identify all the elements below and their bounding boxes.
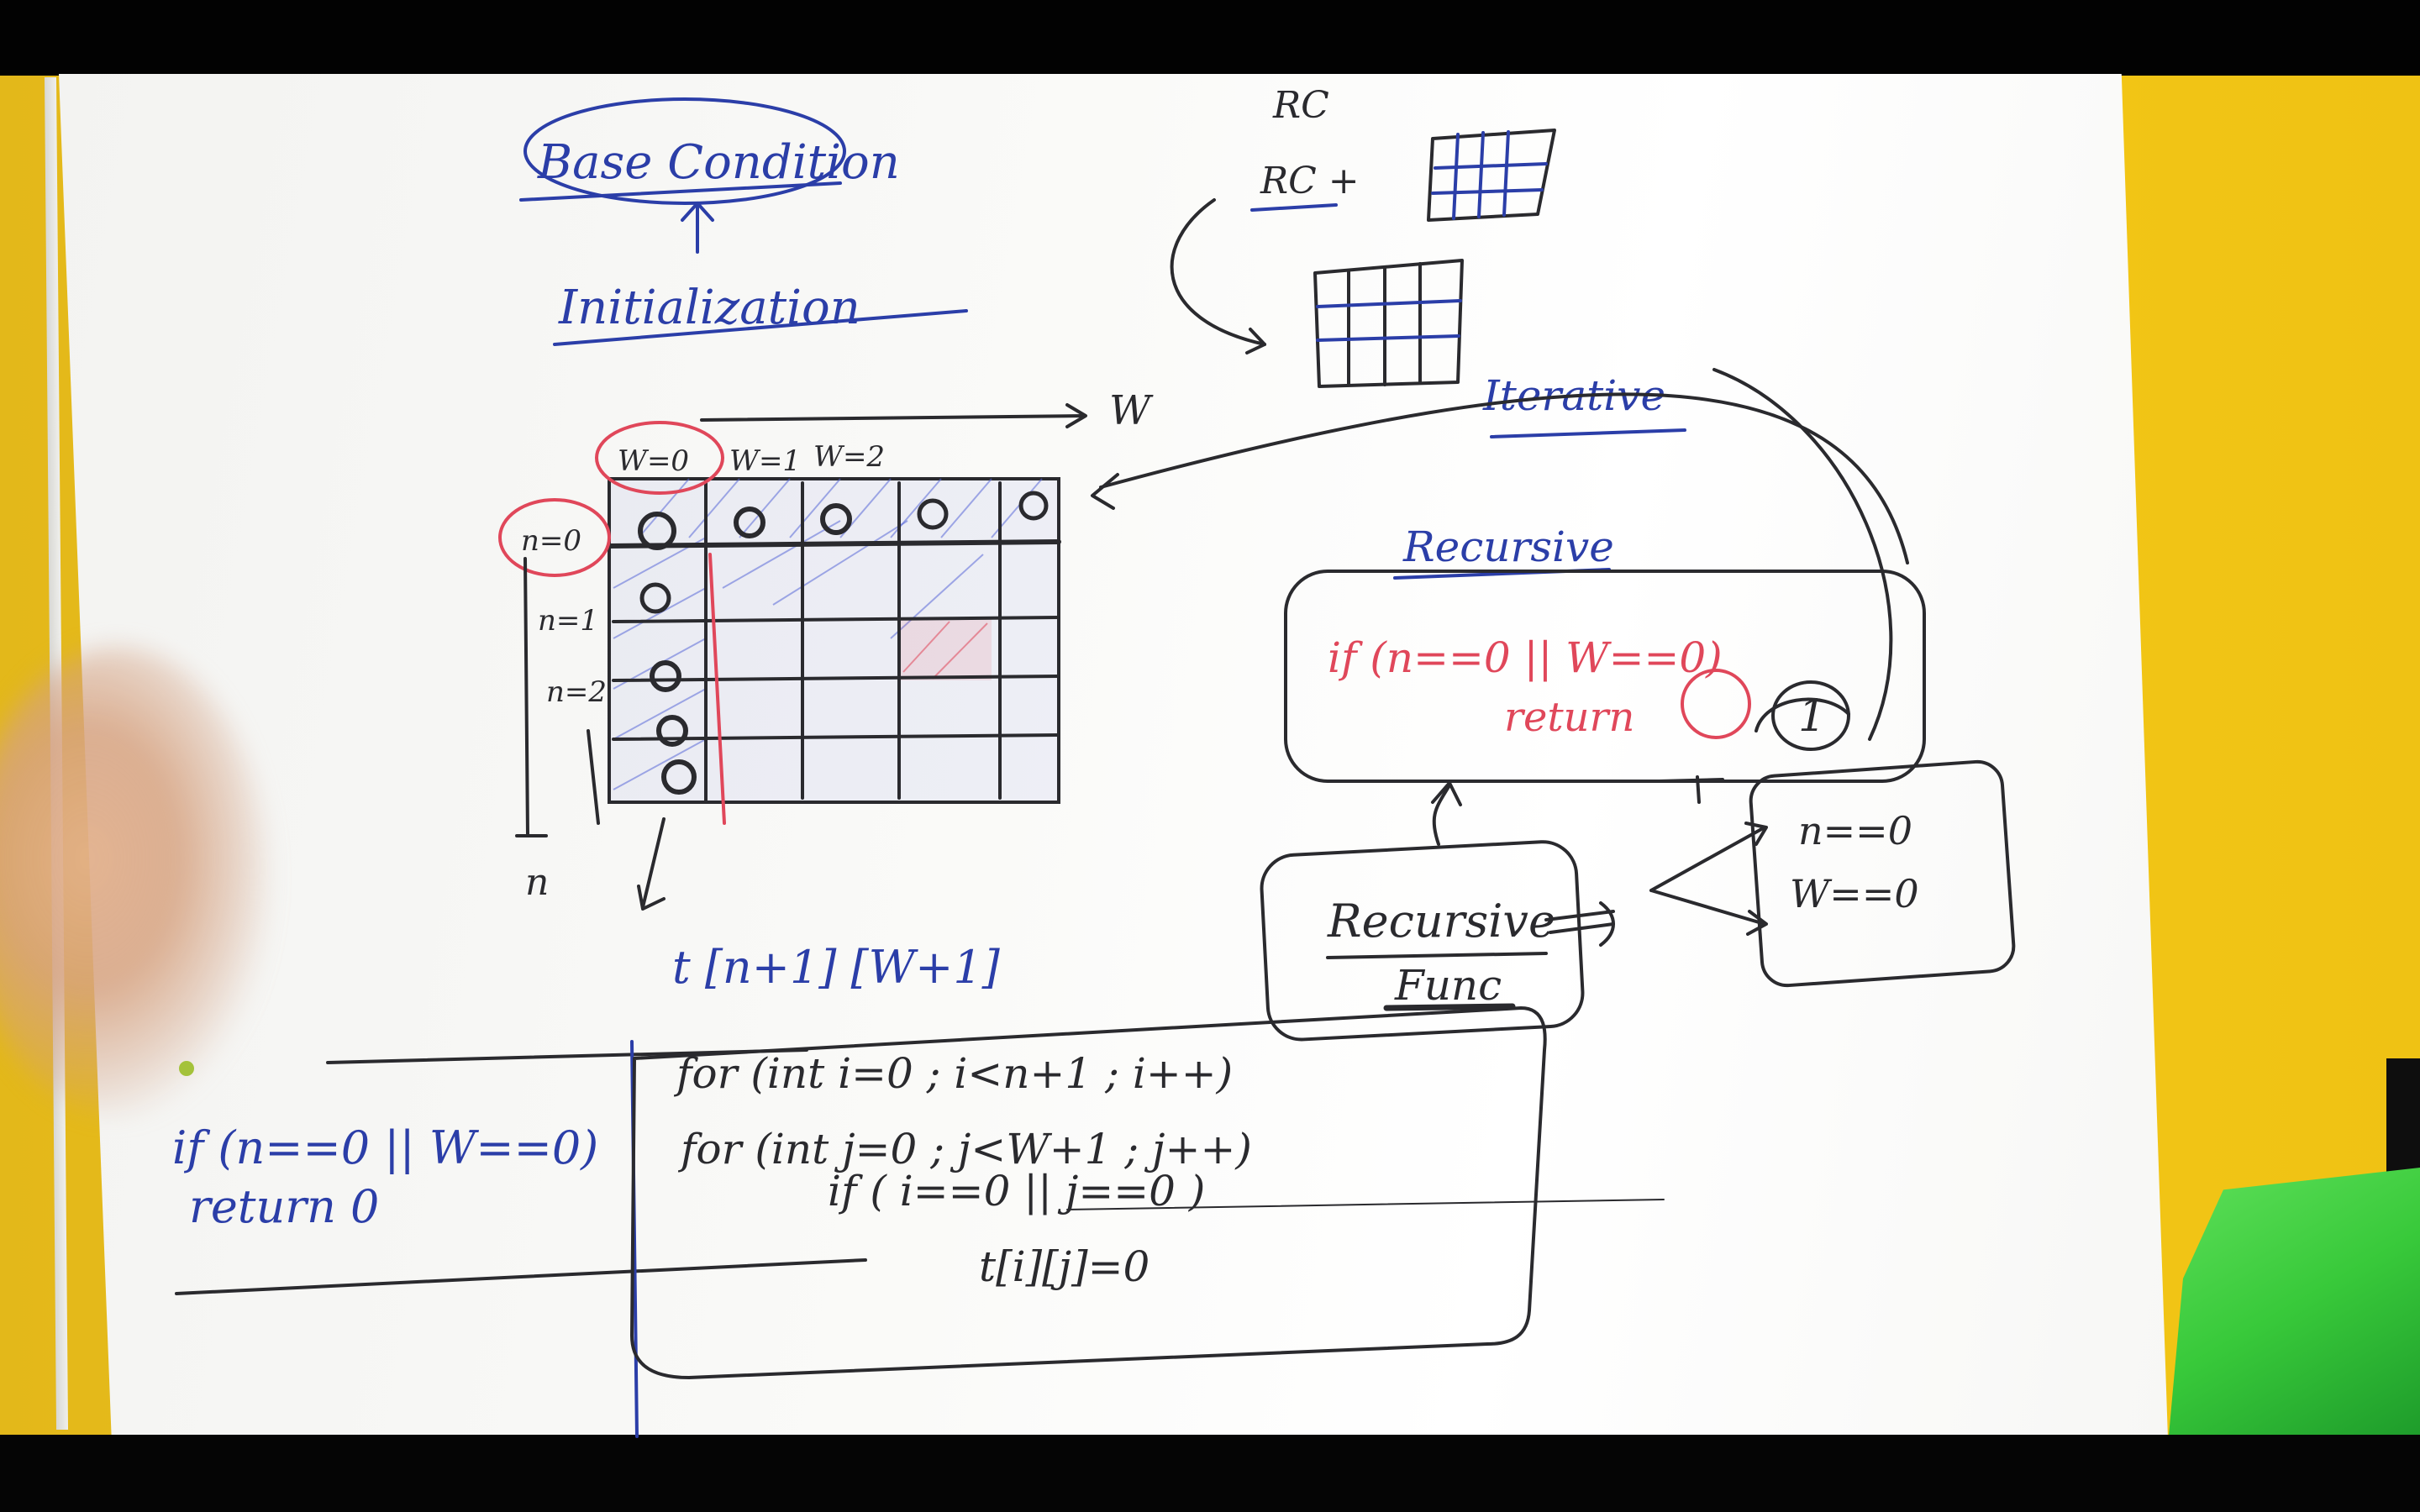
w-axis-arrow bbox=[700, 414, 1086, 422]
w-axis-label: W bbox=[1109, 387, 1154, 434]
rec-func-line1: Recursive bbox=[1327, 895, 1555, 948]
arrow-to-iterative bbox=[1712, 368, 1893, 741]
cond-n: n==0 bbox=[1798, 808, 1912, 853]
n-axis-label: n bbox=[525, 861, 549, 904]
title-text: Base Condition bbox=[537, 135, 900, 190]
code-line-1: for (int i=0 ; i<n+1 ; i++) bbox=[673, 1049, 1233, 1098]
table-declaration: t [n+1] [W+1] bbox=[672, 941, 1001, 994]
rec-func-line2: Func bbox=[1394, 961, 1502, 1010]
bottom-letterbox bbox=[0, 1435, 2420, 1512]
code-line-3: if ( i==0 || j==0 ) bbox=[828, 1167, 1205, 1215]
up-arrow-head bbox=[681, 202, 714, 222]
recursive-func-box bbox=[1260, 840, 1585, 1042]
code-box bbox=[630, 1006, 1547, 1379]
col-header-2: W=2 bbox=[813, 440, 885, 474]
zero-cells bbox=[638, 491, 1049, 795]
subtitle-underline bbox=[553, 309, 968, 346]
red-hatched-cell bbox=[899, 617, 992, 680]
code-line-2: for (int j=0 ; j<W+1 ; j++) bbox=[677, 1125, 1252, 1173]
left-condition: if (n==0 || W==0) bbox=[172, 1121, 598, 1174]
col-header-0: W=0 bbox=[618, 444, 689, 478]
recursive-base-box bbox=[1284, 570, 1926, 783]
w0-circle bbox=[595, 421, 724, 495]
rc-plus-text: RC + bbox=[1260, 160, 1360, 202]
cond-w: W==0 bbox=[1790, 871, 1919, 916]
row-header-2: n=2 bbox=[546, 675, 607, 709]
small-grid-2 bbox=[1313, 259, 1464, 388]
subtitle-text: Initialization bbox=[558, 281, 860, 335]
rc-text: RC bbox=[1272, 84, 1329, 127]
rec-return: return bbox=[1504, 694, 1634, 741]
zero-red-circle bbox=[1681, 669, 1751, 739]
n0-circle bbox=[498, 498, 611, 577]
rec-condition: if (n==0 || W==0) bbox=[1328, 633, 1723, 682]
split-arrows bbox=[1649, 826, 1766, 926]
top-letterbox bbox=[0, 0, 2420, 76]
rc-curve-arrow bbox=[1170, 198, 1266, 346]
row-header-1: n=1 bbox=[538, 604, 598, 638]
rec-one: 1 bbox=[1798, 691, 1826, 742]
col-header-1: W=1 bbox=[729, 444, 801, 478]
left-return: return 0 bbox=[189, 1180, 379, 1233]
n-axis-line bbox=[523, 557, 529, 837]
recursive-text: Recursive bbox=[1402, 522, 1614, 571]
blurred-hand bbox=[0, 647, 269, 1117]
title-underline bbox=[519, 181, 842, 202]
whiteboard-paper bbox=[59, 74, 2168, 1439]
left-bottom-line bbox=[175, 1258, 867, 1295]
arrow-to-table bbox=[1099, 392, 1909, 564]
conditions-box bbox=[1749, 759, 2016, 988]
row-header-0: n=0 bbox=[521, 524, 581, 558]
small-grid-1 bbox=[1427, 129, 1556, 222]
green-dot bbox=[179, 1061, 194, 1076]
one-circle bbox=[1771, 680, 1850, 751]
iterative-underline bbox=[1490, 428, 1686, 438]
code-line-4: t[i][j]=0 bbox=[979, 1242, 1150, 1291]
func-up-arrow bbox=[1432, 784, 1451, 846]
rc-underline bbox=[1250, 203, 1338, 212]
title-oval bbox=[523, 97, 846, 205]
